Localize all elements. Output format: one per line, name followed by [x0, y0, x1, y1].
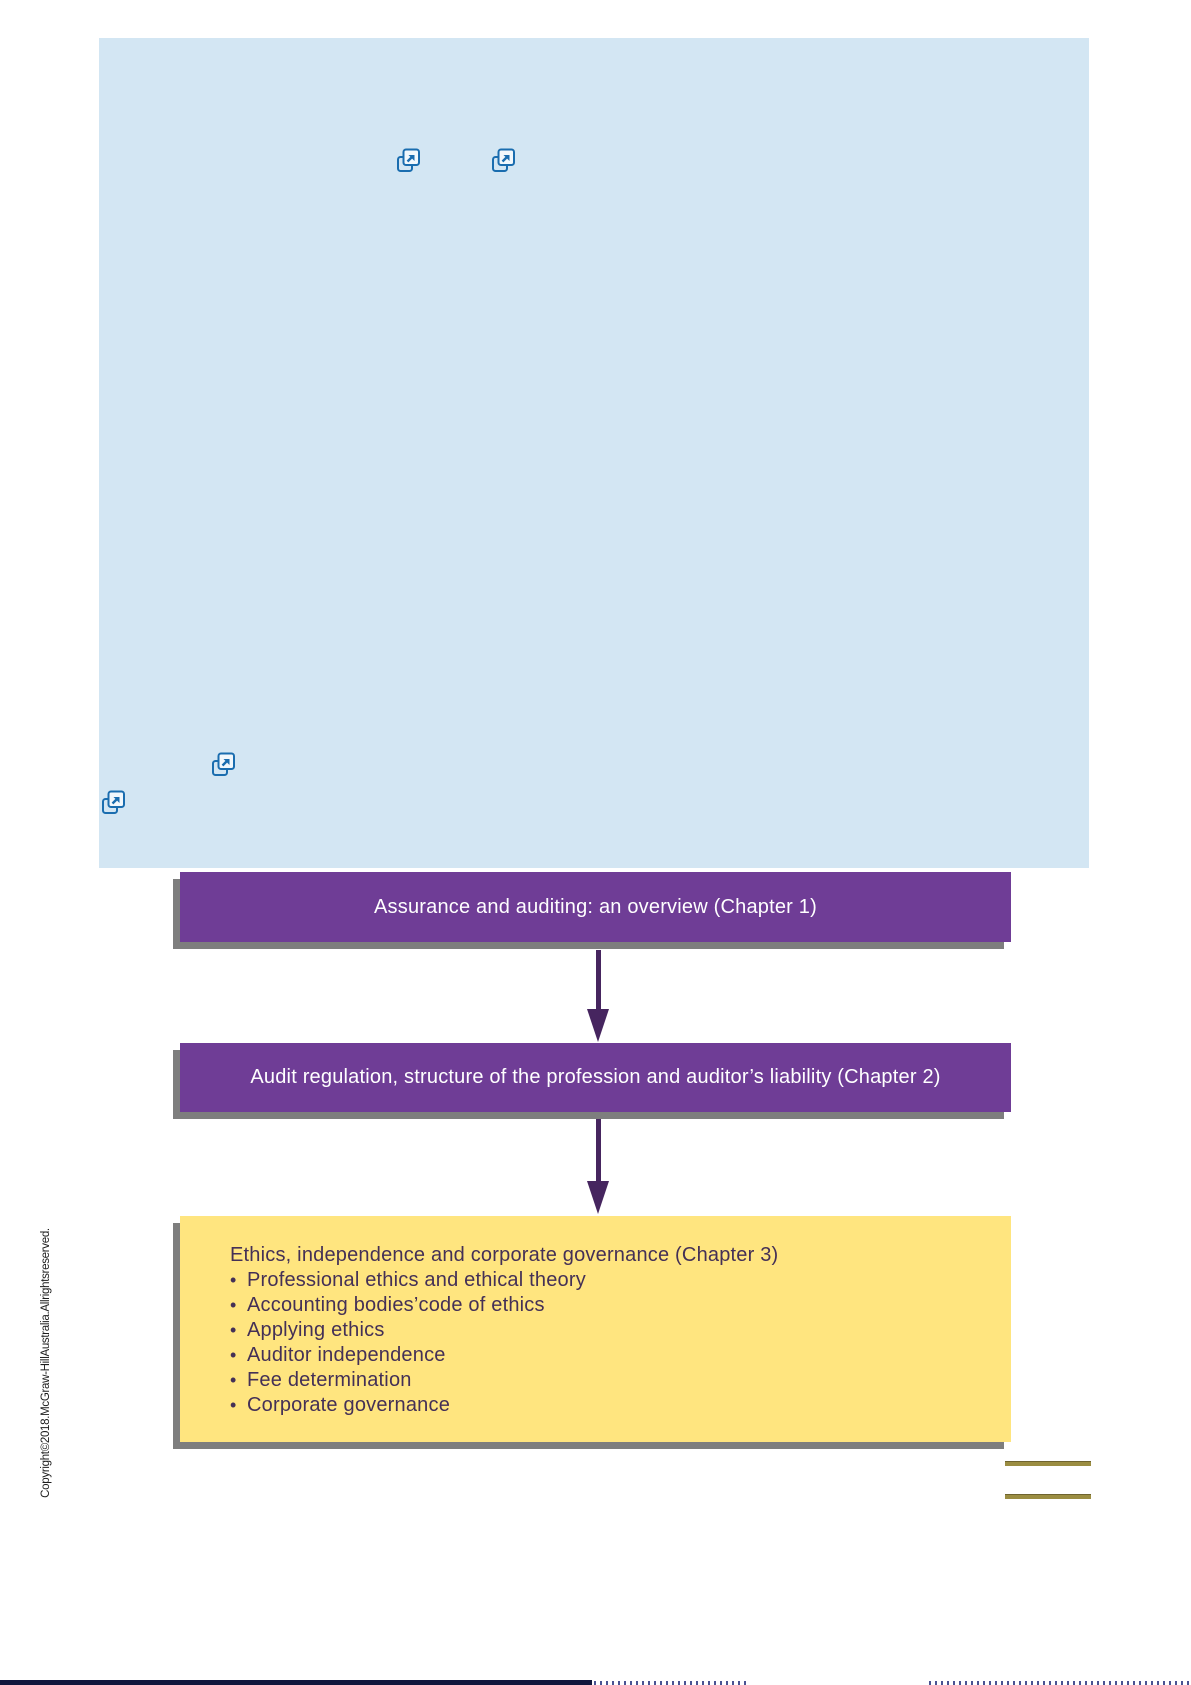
bullet-icon: •: [230, 1295, 237, 1315]
list-item: • Corporate governance: [230, 1393, 981, 1418]
bullet-icon: •: [230, 1345, 237, 1365]
bullet-text: Applying ethics: [247, 1319, 385, 1341]
chapter3-title: Ethics, independence and corporate gover…: [230, 1244, 779, 1266]
clipped-footer-text: [594, 1681, 750, 1685]
open-in-new-icon[interactable]: [490, 147, 516, 173]
bullet-text: Auditor independence: [247, 1344, 446, 1366]
chapter1-label: Assurance and auditing: an overview (Cha…: [374, 895, 817, 918]
list-item: • Auditor independence: [230, 1343, 981, 1368]
bullet-text: Fee determination: [247, 1369, 412, 1391]
bullet-text: Accounting bodies’code of ethics: [247, 1294, 545, 1316]
flowchart-box-chapter3: Ethics, independence and corporate gover…: [180, 1216, 1011, 1442]
bullet-icon: •: [230, 1270, 237, 1290]
open-in-new-icon[interactable]: [395, 147, 421, 173]
bullet-text: Corporate governance: [247, 1394, 451, 1416]
arrow-line: [595, 950, 601, 1009]
chapter2-label: Audit regulation, structure of the profe…: [250, 1066, 941, 1088]
clipped-footer-text: [929, 1681, 1191, 1685]
accent-line: [1005, 1494, 1091, 1499]
list-item: • Professional ethics and ethical theory: [230, 1268, 981, 1293]
media-panel: [99, 38, 1089, 868]
down-arrow: [587, 950, 609, 1042]
bullet-icon: •: [230, 1320, 237, 1340]
bullet-text: Professional ethics and ethical theory: [247, 1269, 586, 1291]
open-in-new-icon[interactable]: [210, 751, 236, 777]
open-in-new-icon[interactable]: [100, 789, 126, 815]
accent-line: [1005, 1461, 1091, 1466]
arrow-head-icon: [587, 1181, 609, 1214]
list-item: • Fee determination: [230, 1368, 981, 1393]
copyright-text: Copyright©2018.McGraw-HillAustralia.Allr…: [40, 1228, 52, 1498]
arrow-head-icon: [587, 1009, 609, 1042]
page-edge-bar: [0, 1680, 592, 1685]
bullet-icon: •: [230, 1395, 237, 1415]
arrow-line: [595, 1119, 601, 1181]
down-arrow: [587, 1119, 609, 1214]
bullet-icon: •: [230, 1370, 237, 1390]
flowchart-box-chapter2: Audit regulation, structure of the profe…: [180, 1043, 1011, 1112]
list-item: • Applying ethics: [230, 1318, 981, 1343]
flowchart-box-chapter1: Assurance and auditing: an overview (Cha…: [180, 872, 1011, 942]
list-item: • Accounting bodies’code of ethics: [230, 1293, 981, 1318]
